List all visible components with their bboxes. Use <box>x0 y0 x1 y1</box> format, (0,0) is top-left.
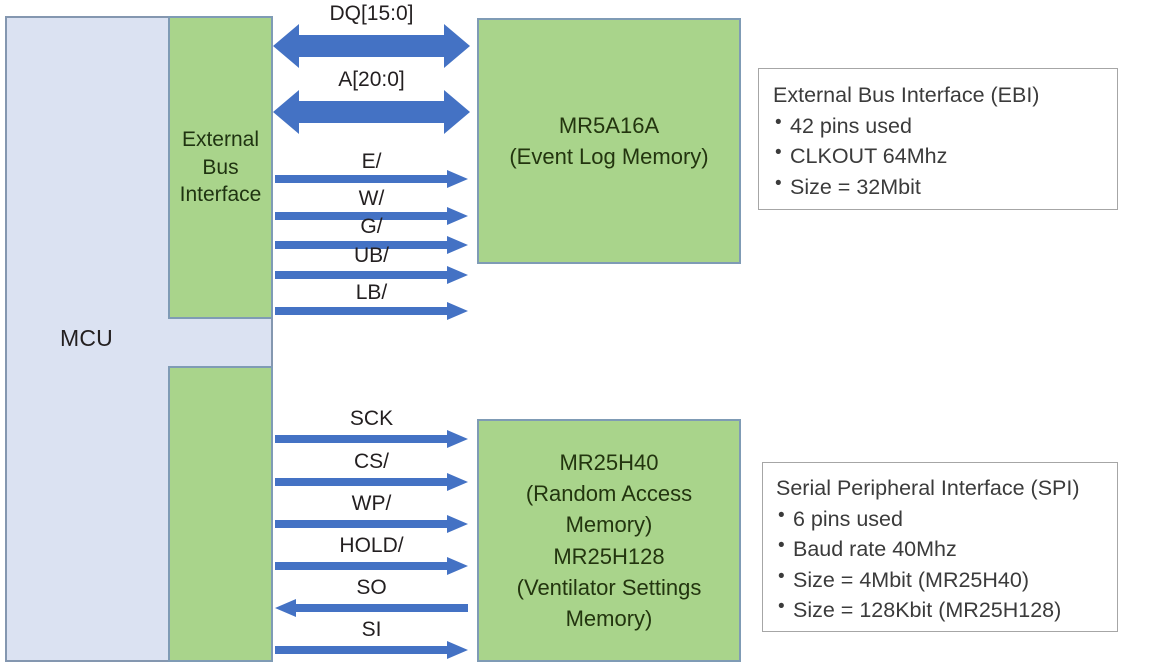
mr25h40-line-4: MR25H128 <box>553 543 665 569</box>
signal-arrow-si-right[interactable] <box>275 641 468 659</box>
signal-arrow-sck-right[interactable] <box>275 430 468 448</box>
mr25h40-line-3: Memory) <box>565 512 653 538</box>
signal-arrow-wp-right[interactable] <box>275 515 468 533</box>
note-box-ebi: External Bus Interface (EBI) 42 pins use… <box>758 68 1118 210</box>
mr5a16a-line-2: (Event Log Memory) <box>509 144 709 169</box>
signal-label-g: G/ <box>360 215 383 238</box>
note-spi-list: 6 pins used Baud rate 40Mhz Size = 4Mbit… <box>776 503 1104 626</box>
signal-label-sck: SCK <box>349 407 394 430</box>
signal-label-cs: CS/ <box>353 450 389 473</box>
memory-block-mr5a16a-label: MR5A16A (Event Log Memory) <box>509 110 708 172</box>
memory-block-mr5a16a[interactable]: MR5A16A (Event Log Memory) <box>477 18 741 264</box>
signal-label-si: SI <box>361 618 382 641</box>
mcu-ebi-interface-block[interactable]: External Bus Interface <box>168 16 273 319</box>
ebi-label-line-1: External <box>181 127 260 151</box>
mr25h40-line-6: Memory) <box>565 605 653 631</box>
signal-arrow-ub-right[interactable] <box>275 266 468 284</box>
note-ebi-item: CLKOUT 64Mhz <box>773 140 1103 172</box>
signal-label-a: A[20:0] <box>338 68 405 91</box>
note-ebi-item: 42 pins used <box>773 110 1103 142</box>
signal-arrow-w-right[interactable] <box>275 207 468 225</box>
note-spi-title: Serial Peripheral Interface (SPI) <box>776 476 1080 500</box>
signal-label-dq: DQ[15:0] <box>329 2 414 25</box>
mr25h40-line-5: (Ventilator Settings <box>516 574 702 600</box>
signal-arrow-hold-right[interactable] <box>275 557 468 575</box>
signal-label-e: E/ <box>361 150 382 173</box>
signal-label-hold: HOLD/ <box>339 534 404 557</box>
mcu-ebi-interface-label: External Bus Interface <box>176 126 266 209</box>
signal-arrow-a-bidirectional[interactable] <box>273 90 470 134</box>
note-box-spi: Serial Peripheral Interface (SPI) 6 pins… <box>762 462 1118 632</box>
mr25h40-line-1: MR25H40 <box>559 449 659 475</box>
mr5a16a-line-1: MR5A16A <box>558 112 660 138</box>
mcu-spi-interface-block[interactable] <box>168 366 273 662</box>
ebi-label-line-3: Interface <box>179 183 262 207</box>
note-spi-item: 6 pins used <box>776 503 1104 535</box>
signal-label-so: SO <box>356 576 387 599</box>
note-spi-item: Baud rate 40Mhz <box>776 533 1104 565</box>
signal-label-ub: UB/ <box>353 244 389 267</box>
note-spi-item: Size = 4Mbit (MR25H40) <box>776 564 1104 596</box>
signal-label-w: W/ <box>358 187 385 210</box>
signal-label-wp: WP/ <box>351 492 392 515</box>
signal-arrow-lb-right[interactable] <box>275 302 468 320</box>
signal-arrow-dq-bidirectional[interactable] <box>273 24 470 68</box>
note-ebi-list: 42 pins used CLKOUT 64Mhz Size = 32Mbit <box>773 110 1103 203</box>
note-ebi-item: Size = 32Mbit <box>773 171 1103 203</box>
signal-label-lb: LB/ <box>355 281 388 304</box>
signal-arrow-e-right[interactable] <box>275 170 468 188</box>
ebi-label-line-2: Bus <box>202 155 239 179</box>
signal-arrow-cs-right[interactable] <box>275 473 468 491</box>
signal-arrow-g-right[interactable] <box>275 236 468 254</box>
memory-block-mr25h40-label: MR25H40 (Random Access Memory) MR25H128 … <box>517 447 702 634</box>
note-ebi-title: External Bus Interface (EBI) <box>773 83 1040 107</box>
mr25h40-line-2: (Random Access <box>525 481 693 507</box>
signal-arrow-so-left[interactable] <box>275 599 468 617</box>
note-spi-item: Size = 128Kbit (MR25H128) <box>776 594 1104 626</box>
memory-block-mr25h40-mr25h128[interactable]: MR25H40 (Random Access Memory) MR25H128 … <box>477 419 741 662</box>
mcu-label: MCU <box>60 325 113 351</box>
